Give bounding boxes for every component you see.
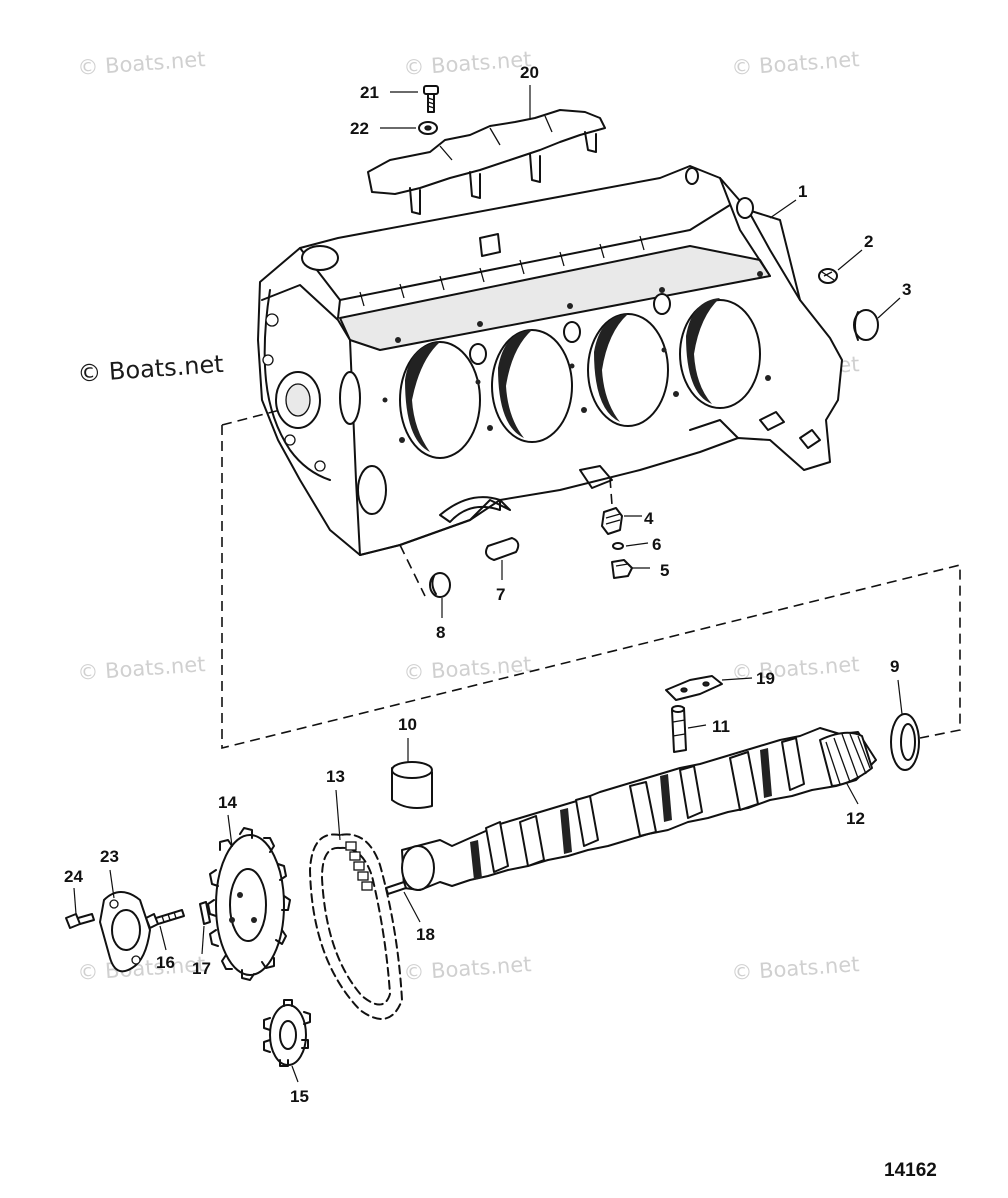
callout-8: 8 bbox=[436, 623, 445, 642]
bolt-part-21 bbox=[423, 85, 439, 113]
watermark-text: © Boats.net bbox=[77, 652, 206, 685]
engine-block-part bbox=[257, 165, 843, 556]
screw-part-24 bbox=[65, 913, 95, 929]
callout-16: 16 bbox=[156, 953, 175, 972]
callout-5: 5 bbox=[660, 561, 669, 580]
diagram-id: 14162 bbox=[884, 1160, 937, 1181]
pipe-plug-part-2 bbox=[818, 268, 838, 284]
callout-20: 20 bbox=[520, 63, 539, 82]
watermark-text: © Boats.net bbox=[403, 952, 532, 985]
cam-bearing-part-10 bbox=[391, 761, 433, 809]
callout-2: 2 bbox=[864, 232, 873, 251]
lifter-retainer-part bbox=[367, 109, 606, 215]
callout-4: 4 bbox=[644, 509, 654, 528]
callout-17: 17 bbox=[192, 959, 211, 978]
seal-part-9 bbox=[890, 713, 920, 771]
watermark-text: © Boats.net bbox=[77, 47, 206, 80]
callout-15: 15 bbox=[290, 1087, 309, 1106]
thrust-plate-part-23 bbox=[99, 891, 151, 973]
plug-part-8 bbox=[429, 572, 451, 598]
callout-23: 23 bbox=[100, 847, 119, 866]
callout-13: 13 bbox=[326, 767, 345, 786]
core-plug-part-3 bbox=[853, 309, 879, 341]
callout-1: 1 bbox=[798, 182, 807, 201]
lifter-guide-part-19 bbox=[665, 675, 723, 701]
callout-10: 10 bbox=[398, 715, 417, 734]
leader-lines bbox=[73, 85, 903, 1083]
callout-7: 7 bbox=[496, 585, 505, 604]
callout-9: 9 bbox=[890, 657, 899, 676]
watermark-text: © Boats.net bbox=[731, 952, 860, 985]
camshaft-part bbox=[401, 727, 877, 891]
callout-14: 14 bbox=[218, 793, 237, 812]
dowel-part-7 bbox=[485, 537, 520, 561]
callout-21: 21 bbox=[360, 83, 379, 102]
watermark-main: © Boats.net bbox=[76, 350, 224, 388]
callout-18: 18 bbox=[416, 925, 435, 944]
bolt-part-16 bbox=[145, 909, 185, 929]
callout-12: 12 bbox=[846, 809, 865, 828]
washer-part-22 bbox=[418, 121, 438, 135]
watermark-text: © Boats.net bbox=[731, 652, 860, 685]
callout-3: 3 bbox=[902, 280, 911, 299]
callout-19: 19 bbox=[756, 669, 775, 688]
pin-part-17 bbox=[199, 901, 211, 925]
callout-6: 6 bbox=[652, 535, 661, 554]
o-ring-part-6 bbox=[612, 542, 624, 550]
callout-24: 24 bbox=[64, 867, 83, 886]
dowel-pin-part-18 bbox=[385, 881, 407, 895]
callout-22: 22 bbox=[350, 119, 369, 138]
timing-chain-part bbox=[309, 833, 403, 1020]
plug-part-5 bbox=[611, 559, 633, 579]
cam-sprocket-part bbox=[207, 827, 291, 981]
watermark-text: © Boats.net bbox=[403, 47, 532, 80]
valve-lifter-part-11 bbox=[671, 705, 687, 753]
watermark-text: © Boats.net bbox=[403, 652, 532, 685]
crank-sprocket-part bbox=[263, 999, 311, 1067]
fitting-part-4 bbox=[601, 507, 623, 535]
watermark-text: © Boats.net bbox=[731, 47, 860, 80]
callout-11: 11 bbox=[712, 717, 730, 736]
callout-labels: 1 2 3 4 5 6 7 8 9 10 11 12 13 14 15 16 1… bbox=[64, 63, 911, 1106]
